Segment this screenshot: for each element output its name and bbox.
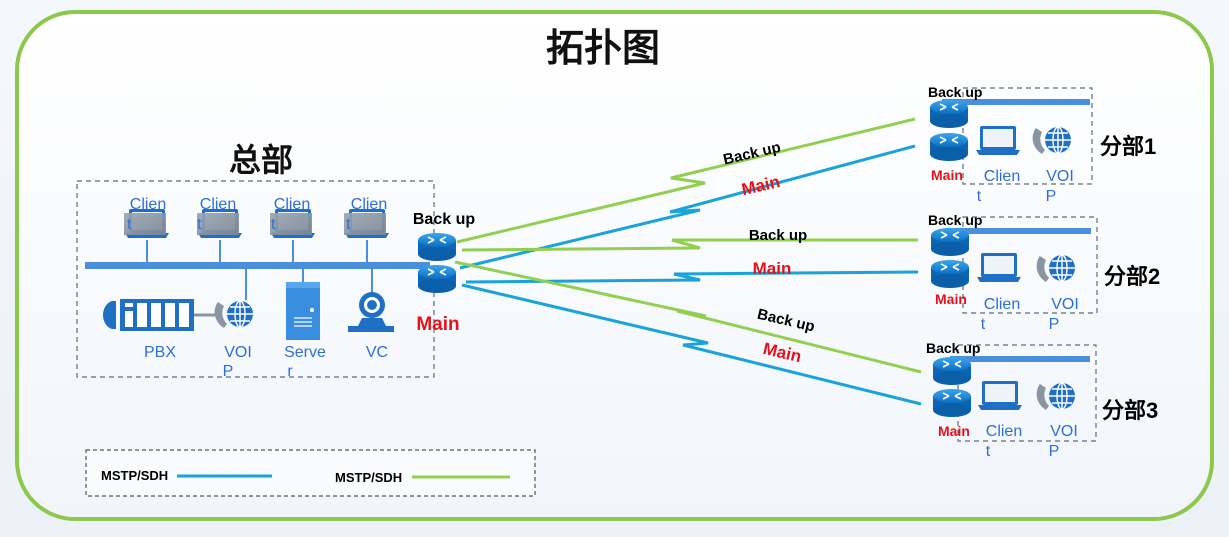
- branch-1-voip-icon: [1031, 126, 1072, 155]
- hq-client-1: Clien t: [124, 196, 169, 238]
- branch-3-main-label: Main: [938, 423, 970, 439]
- branch-3-backup-router: [932, 356, 972, 386]
- hq-client-2: Clien t: [197, 196, 242, 238]
- hq-client-4-label: Clien: [351, 196, 387, 213]
- svg-text:t: t: [986, 443, 991, 460]
- branch2-main-link: [465, 270, 919, 284]
- branch-2-main-router: [930, 259, 970, 289]
- hq-backup-router: [417, 232, 457, 262]
- svg-text:r: r: [287, 363, 293, 380]
- branch2-backup-link: [461, 238, 918, 252]
- hq-client-2-label: Clien: [200, 196, 236, 213]
- legend-main-label: MSTP/SDH: [101, 468, 168, 483]
- server-label: Serve: [284, 344, 326, 361]
- branch-1-main-label: Main: [931, 167, 963, 183]
- branch-3-backup-label: Back up: [926, 340, 980, 356]
- wan-links: [454, 117, 922, 406]
- hq-voip-label: VOI: [224, 344, 252, 361]
- branch-2-main-label: Main: [935, 291, 967, 307]
- branch-1-voip-label: VOI: [1046, 168, 1074, 185]
- hq-main-router-label: Main: [416, 314, 459, 335]
- svg-text:P: P: [1049, 443, 1060, 460]
- branch-2-backup-router: [930, 227, 970, 257]
- hq-voip-icon: [213, 300, 254, 329]
- branch1-main-link: [459, 144, 916, 270]
- branch-1: Back up Main Clien t VOI P 分部1: [928, 84, 1156, 205]
- hq-backup-router-label: Back up: [413, 211, 475, 228]
- branch-1-client-label: Clien: [984, 168, 1020, 185]
- branch-3-voip-label: VOI: [1050, 423, 1078, 440]
- legend-backup-label: MSTP/SDH: [335, 470, 402, 485]
- branch-1-backup-label: Back up: [928, 84, 982, 100]
- svg-text:t: t: [197, 216, 202, 233]
- branch-2: Back up Main Clien t VOI P 分部2: [928, 212, 1160, 333]
- diagram-frame: [15, 10, 1214, 521]
- hq-lan-bus: [85, 262, 430, 269]
- branch-2-name: 分部2: [1104, 264, 1160, 289]
- branch-2-backup-label: Back up: [928, 212, 982, 228]
- branch-3-client-icon: [978, 381, 1022, 410]
- svg-text:P: P: [223, 363, 234, 380]
- branch-2-voip-label: VOI: [1051, 296, 1079, 313]
- branch-3-client-label: Clien: [986, 423, 1022, 440]
- pbx-icon: [103, 299, 218, 331]
- hq-main-router: [417, 264, 457, 294]
- branch2-main-label: Main: [753, 259, 792, 278]
- svg-text:t: t: [127, 216, 132, 233]
- svg-text:P: P: [1046, 188, 1057, 205]
- hq-label: 总部: [229, 142, 293, 178]
- hq-client-3: Clien t: [270, 196, 315, 238]
- branch-3-voip-icon: [1035, 382, 1076, 411]
- branch-1-main-router: [929, 132, 969, 162]
- hq-client-1-label: Clien: [130, 196, 166, 213]
- hq-client-4: Clien t: [344, 196, 389, 238]
- hq-client-3-label: Clien: [274, 196, 310, 213]
- legend: MSTP/SDH MSTP/SDH: [85, 449, 536, 497]
- svg-text:t: t: [271, 216, 276, 233]
- vc-label: VC: [366, 344, 388, 361]
- server-icon: [286, 282, 320, 340]
- branch-1-client-icon: [976, 126, 1020, 155]
- branch-2-voip-icon: [1035, 254, 1076, 283]
- branch-1-backup-router: [929, 99, 969, 129]
- vc-camera-icon: [348, 292, 394, 332]
- pbx-label: PBX: [144, 344, 176, 361]
- svg-text:t: t: [981, 316, 986, 333]
- branch3-backup-link: [454, 260, 922, 374]
- svg-text:t: t: [977, 188, 982, 205]
- svg-text:P: P: [1049, 316, 1060, 333]
- svg-text:t: t: [346, 216, 351, 233]
- branch-2-client-label: Clien: [984, 296, 1020, 313]
- diagram-title: 拓扑图: [546, 28, 660, 70]
- branch-3: Back up Main Clien t VOI P 分部3: [926, 340, 1158, 460]
- branch2-backup-label: Back up: [749, 227, 807, 244]
- branch-3-name: 分部3: [1102, 398, 1158, 423]
- branch1-backup-link: [456, 117, 916, 244]
- branch-3-main-router: [932, 388, 972, 418]
- branch-2-client-icon: [977, 253, 1021, 282]
- branch-1-name: 分部1: [1100, 134, 1156, 159]
- branch3-main-link: [461, 283, 922, 406]
